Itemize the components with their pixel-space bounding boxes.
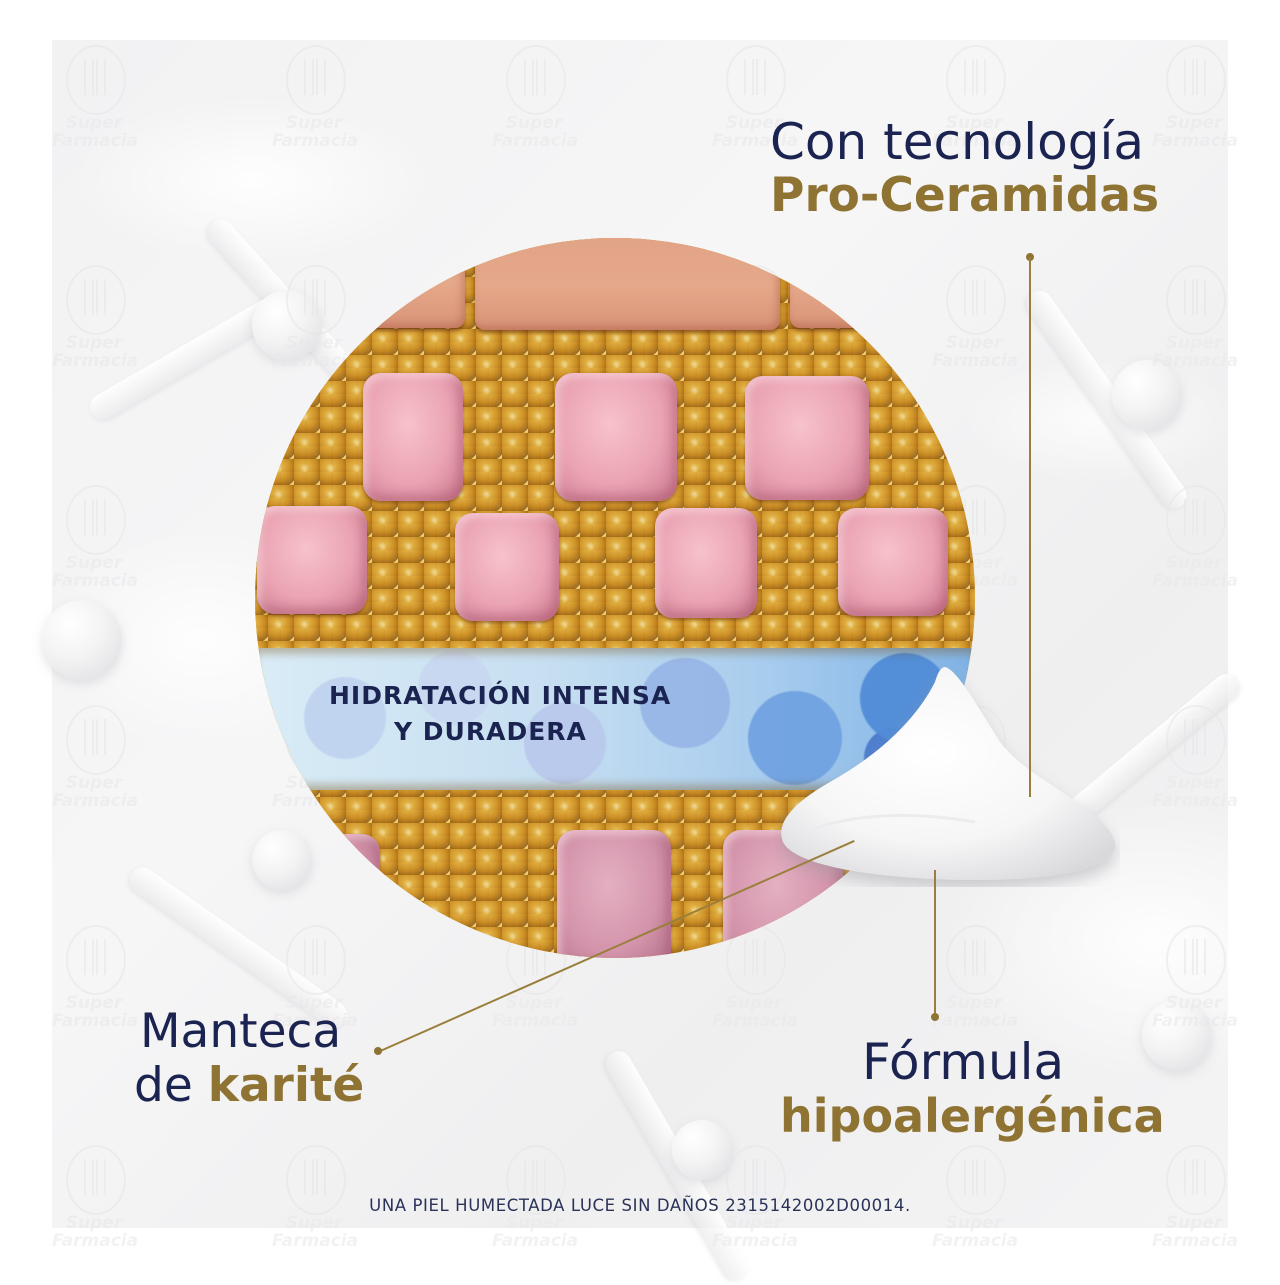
skin-cell <box>255 238 465 328</box>
skin-cell <box>255 834 380 958</box>
skin-cell <box>790 238 975 328</box>
ceramides-title: Con tecnología <box>770 113 1144 171</box>
hydration-title-line2: Y DURADERA <box>394 717 587 746</box>
shea-subtitle: de karité <box>134 1062 364 1109</box>
shea-highlight: karité <box>207 1058 365 1113</box>
formula-highlight: hipoalergénica <box>780 1089 1165 1143</box>
ceramides-leader-line <box>1029 257 1031 797</box>
skin-cell <box>257 506 367 614</box>
molecule-atom <box>1112 360 1182 430</box>
skin-cell <box>475 238 780 330</box>
skin-cell <box>838 508 948 616</box>
skin-cell <box>363 373 463 501</box>
hydration-title-line1: HIDRATACIÓN INTENSA <box>329 681 672 710</box>
skin-cell <box>455 513 559 621</box>
formula-pointer-dot <box>931 1013 939 1021</box>
footer-disclaimer: UNA PIEL HUMECTADA LUCE SIN DAÑOS 231514… <box>369 1196 911 1215</box>
skin-cell <box>745 376 869 500</box>
skin-cell <box>557 830 671 958</box>
molecule-atom <box>42 600 122 680</box>
ceramides-highlight: Pro-Ceramidas <box>770 168 1160 223</box>
formula-title: Fórmula <box>862 1033 1065 1091</box>
hydration-band <box>255 648 975 790</box>
molecule-atom <box>1142 1000 1212 1070</box>
formula-leader-line <box>934 870 936 1017</box>
shea-title: Manteca <box>140 1004 342 1059</box>
cream-dollop-icon <box>781 667 1116 880</box>
shea-prefix: de <box>134 1058 208 1113</box>
skin-cell <box>555 373 677 501</box>
shea-pointer-dot <box>374 1047 382 1055</box>
molecule-atom <box>672 1120 732 1180</box>
skin-cell <box>655 508 757 618</box>
